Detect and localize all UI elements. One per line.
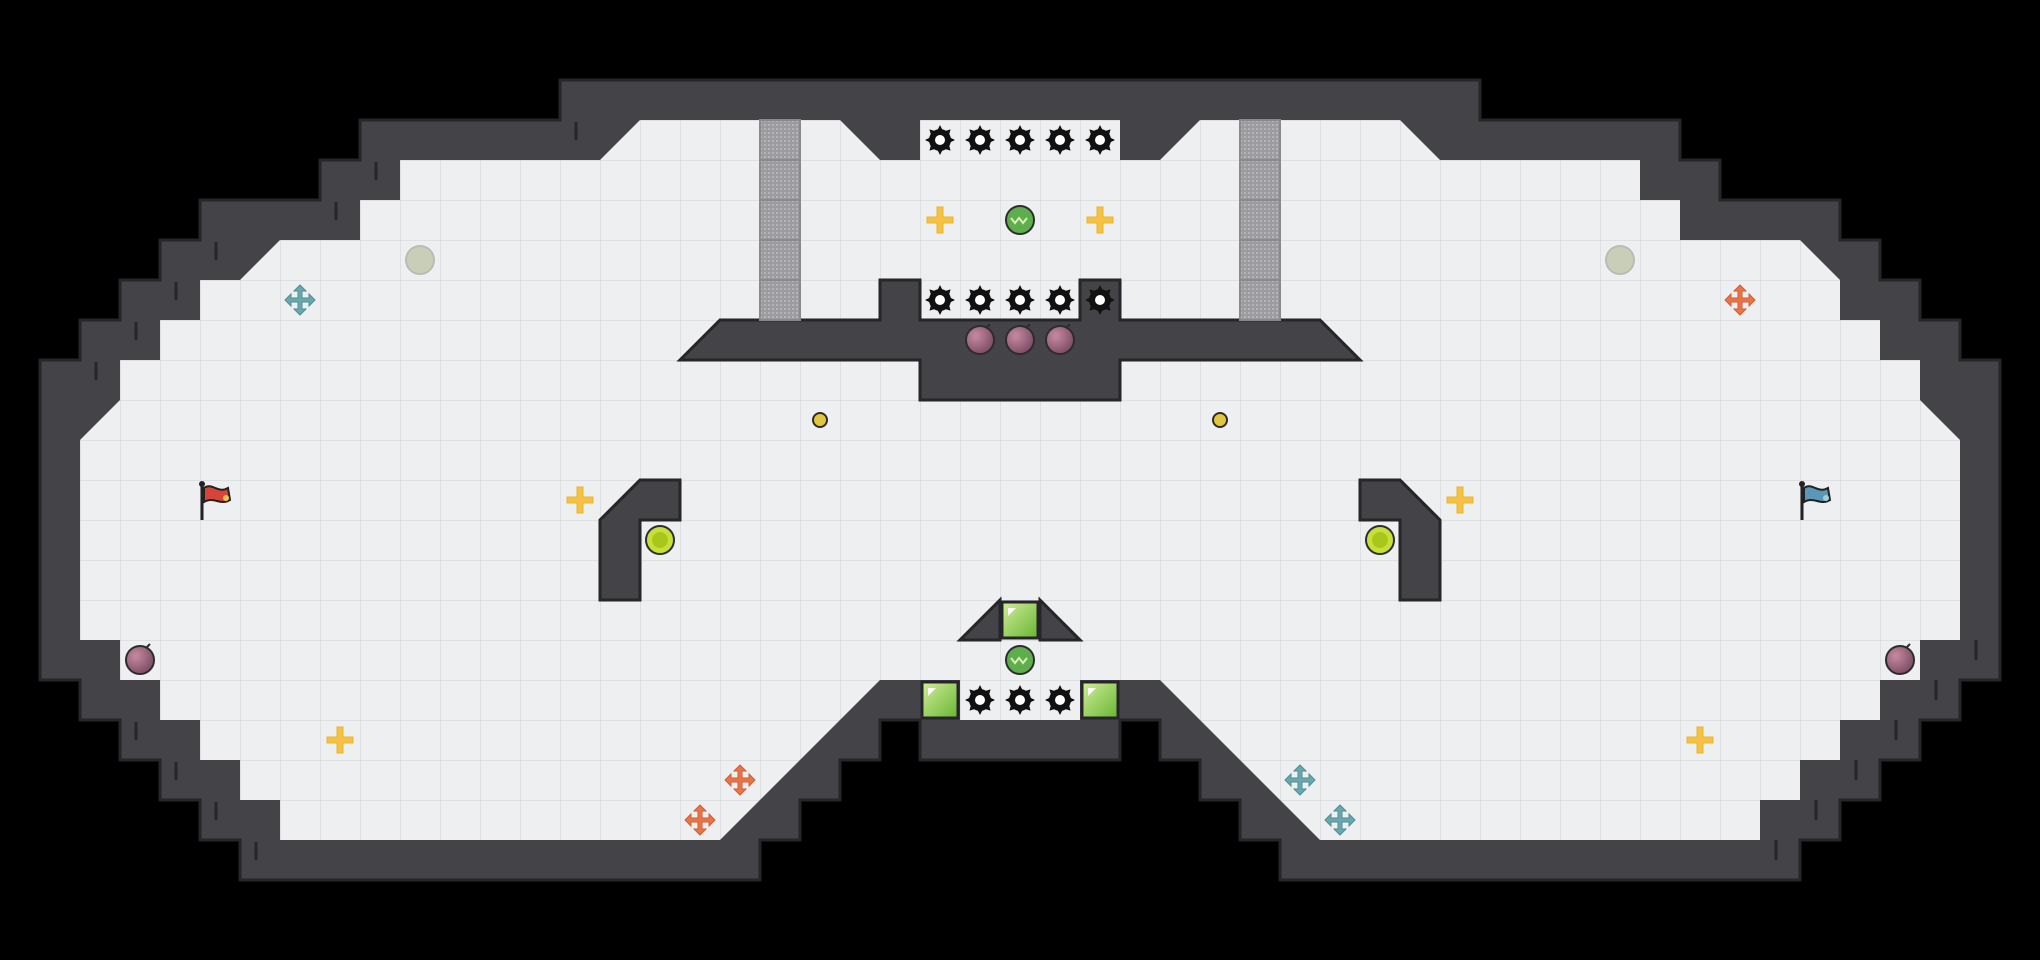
marker-icon xyxy=(1605,245,1635,275)
boost-icon xyxy=(284,284,316,316)
bomb-icon xyxy=(1005,323,1035,355)
boost-icon xyxy=(1284,764,1316,796)
boost-icon xyxy=(1686,726,1714,754)
gate-tile xyxy=(1239,199,1281,241)
bomb-icon xyxy=(965,323,995,355)
button-icon xyxy=(1365,525,1395,555)
portal-icon xyxy=(1000,600,1040,640)
spike-group-middle xyxy=(925,285,1115,315)
bomb-icon xyxy=(1045,323,1075,355)
gate-column-left xyxy=(759,119,801,321)
red-flag-icon xyxy=(199,481,232,520)
boost-icon xyxy=(724,764,756,796)
spike-icon xyxy=(1045,125,1075,155)
gate-column-right xyxy=(1239,119,1281,321)
bomb-icon xyxy=(125,643,155,675)
gate-tile xyxy=(759,119,801,161)
boost-icon xyxy=(1446,486,1474,514)
boost-icon xyxy=(1724,284,1756,316)
spike-group-top xyxy=(925,125,1115,155)
right-l-wall xyxy=(1358,478,1442,602)
portal-icon xyxy=(920,680,960,720)
spike-icon xyxy=(1005,125,1035,155)
spike-icon xyxy=(965,685,995,715)
spike-icon xyxy=(1045,685,1075,715)
spike-icon xyxy=(965,125,995,155)
gate-tile xyxy=(1239,239,1281,281)
marker-icon xyxy=(405,245,435,275)
gate-tile xyxy=(1239,279,1281,321)
spike-icon xyxy=(925,125,955,155)
boost-icon xyxy=(684,804,716,836)
portal-icon xyxy=(1080,680,1120,720)
spike-icon xyxy=(965,285,995,315)
marker-icon xyxy=(1212,412,1228,428)
left-l-wall xyxy=(598,478,682,602)
gate-tile xyxy=(759,199,801,241)
boost-group-neutral xyxy=(326,206,1714,754)
spike-icon xyxy=(1085,285,1115,315)
bomb-icon xyxy=(1885,643,1915,675)
spike-icon xyxy=(1045,285,1075,315)
blue-flag-icon xyxy=(1799,481,1832,520)
boost-icon xyxy=(326,726,354,754)
portal-group xyxy=(920,600,1120,720)
boost-icon xyxy=(1086,206,1114,234)
boost-icon xyxy=(566,486,594,514)
powerup-icon xyxy=(1005,205,1035,235)
gate-tile xyxy=(1239,119,1281,161)
marker-icon xyxy=(812,412,828,428)
arena-floor xyxy=(80,120,1960,840)
center-bottom-triangle-wall xyxy=(956,596,1084,642)
gate-tile xyxy=(1239,159,1281,201)
gate-tile xyxy=(759,159,801,201)
gate-tile xyxy=(759,279,801,321)
button-icon xyxy=(645,525,675,555)
boost-icon xyxy=(1324,804,1356,836)
boost-group-red xyxy=(684,284,1756,836)
boost-icon xyxy=(926,206,954,234)
gate-tile xyxy=(759,239,801,281)
boost-group-blue xyxy=(284,284,1356,836)
spike-icon xyxy=(1005,285,1035,315)
spike-icon xyxy=(925,285,955,315)
spike-icon xyxy=(1005,685,1035,715)
powerup-icon xyxy=(1005,645,1035,675)
bomb-group xyxy=(125,323,1915,675)
spike-group-bottom xyxy=(965,685,1075,715)
spike-icon xyxy=(1085,125,1115,155)
